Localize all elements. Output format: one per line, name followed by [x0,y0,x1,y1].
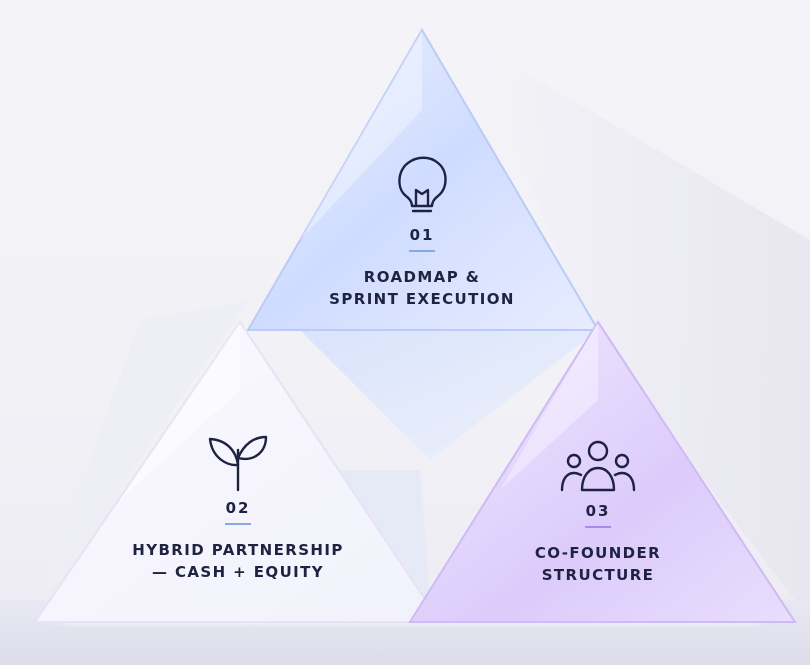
card-co-founder: 03 CO-FOUNDER STRUCTURE [478,502,718,586]
triangle-left-highlight [120,322,240,500]
card-title-line2: SPRINT EXECUTION [329,290,515,308]
back-facet-right [470,40,810,620]
card-title-line1: ROADMAP & [363,268,481,286]
card-number: 01 [409,226,435,244]
divider [409,250,435,252]
card-title-line1: HYBRID PARTNERSHIP [132,541,344,559]
triangle-top-highlight [300,30,422,240]
card-hybrid-partnership: 02 HYBRID PARTNERSHIP — CASH + EQUITY [100,499,376,583]
lightbulb-icon [398,156,447,213]
team-icon [560,440,636,492]
triangle-right-highlight [500,322,598,490]
card-number: 03 [585,502,611,520]
back-facet-left [40,300,250,600]
inner-cavity [300,330,598,460]
divider [225,523,251,525]
sprout-icon [208,435,268,492]
card-title-line2: — CASH + EQUITY [151,563,325,581]
triangle-top [246,28,600,331]
card-title-line1: CO-FOUNDER [534,544,662,562]
card-roadmap: 01 ROADMAP & SPRINT EXECUTION [300,226,544,310]
triangle-right [408,320,797,623]
card-title-line2: STRUCTURE [541,566,655,584]
card-number: 02 [225,499,251,517]
divider [585,526,611,528]
